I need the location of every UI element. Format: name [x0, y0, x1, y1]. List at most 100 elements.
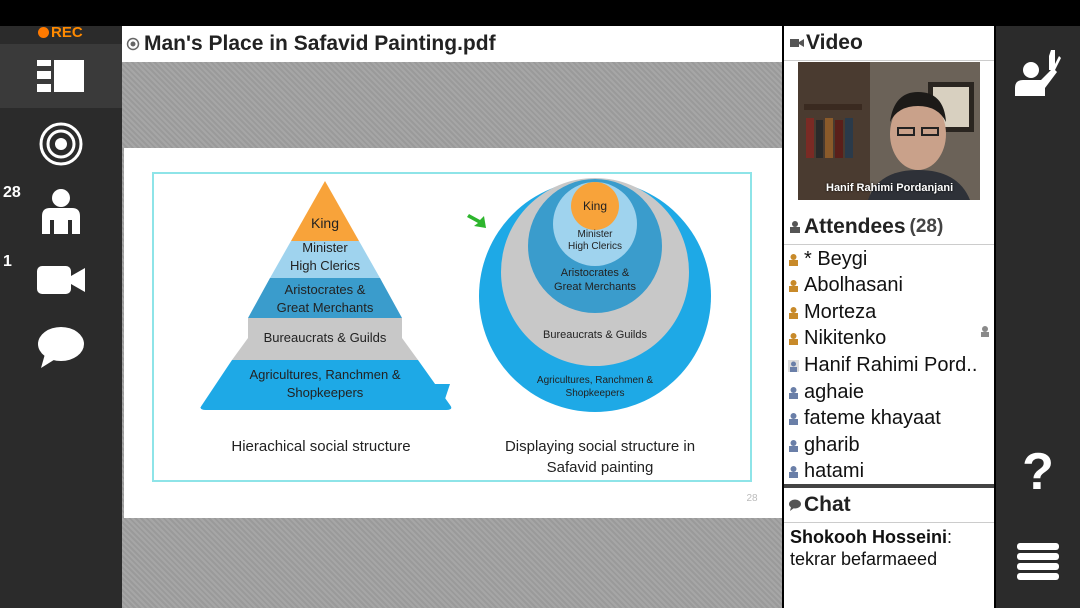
pyramid-label-king: King [311, 215, 339, 231]
attendee-name: Hanif Rahimi Pord.. [804, 354, 978, 376]
video-feed[interactable] [798, 62, 980, 200]
circles-diagram: King Minister High Clerics Aristocrates … [479, 178, 711, 476]
pyramid-label-aristocrates: Aristocrates & [285, 282, 366, 297]
document-title-bar: Man's Place in Safavid Painting.pdf [122, 26, 782, 62]
attendee-name: Abolhasani [804, 274, 903, 296]
attendee-item[interactable]: Morteza [788, 299, 876, 326]
user-icon [789, 386, 798, 399]
attendees-count: (28) [909, 216, 944, 237]
attendee-name: hatami [804, 460, 865, 482]
circle-label-minister: Minister [577, 229, 613, 240]
attendee-item[interactable]: Nikitenko [788, 325, 886, 352]
pyramid-label-bureaucrats: Bureaucrats & Guilds [264, 330, 387, 345]
attendee-name: Nikitenko [804, 327, 887, 349]
circles-caption-line1: Displaying social structure in [505, 438, 695, 455]
attendee-item[interactable]: Hanif Rahimi Pord.. [788, 352, 977, 379]
user-icon [789, 439, 798, 452]
pyramid-level-aristocrates [248, 278, 402, 318]
attendee-name: Morteza [804, 301, 877, 323]
pyramid-level-gap [248, 318, 402, 338]
attendee-name: aghaie [804, 381, 865, 403]
pyramid-label-minister: Minister [302, 240, 348, 255]
circle-label-shopkeepers: Shopkeepers [566, 388, 625, 399]
chat-header: Chat [784, 488, 994, 523]
top-bar [0, 0, 1080, 26]
record-dot-icon [38, 27, 49, 38]
user-icon [789, 465, 798, 478]
layout-icon [37, 60, 84, 92]
target-button[interactable] [0, 112, 122, 176]
attendees-header: Attendees (28) [784, 210, 994, 245]
slide-content: King Minister High Clerics Aristocrates … [200, 178, 758, 504]
attendee-item[interactable]: aghaie [788, 379, 864, 406]
attendee-count-badge: 28 [3, 184, 21, 201]
attendee-item[interactable]: gharib [788, 432, 860, 459]
circle-label-agricultures: Agricultures, Ranchmen & [537, 375, 653, 386]
camera-count-badge: 1 [3, 253, 12, 270]
attendee-name: fateme khayaat [804, 407, 941, 429]
chat-bubble-icon [38, 327, 84, 368]
circle-label-merchants: Great Merchants [554, 281, 636, 293]
attendee-item[interactable]: * Beygi [788, 246, 867, 273]
chat-small-icon [789, 499, 801, 511]
camera-button[interactable] [0, 248, 122, 312]
pyramid-level-bureaucrats [232, 338, 418, 360]
target-icon [39, 122, 83, 166]
presenter-user-icon [789, 253, 798, 266]
circle-label-bureaucrats: Bureaucrats & Guilds [543, 329, 647, 341]
right-toolbar [996, 26, 1080, 608]
participant-name: Hanif Rahimi Pordanjani [826, 182, 954, 194]
pyramid-label-agricultures: Agricultures, Ranchmen & [249, 367, 400, 382]
circle-label-king: King [583, 199, 607, 213]
help-button[interactable]: ? [996, 440, 1080, 504]
layout-button[interactable] [0, 44, 122, 108]
video-title: Video [806, 31, 863, 54]
video-header: Video [784, 26, 994, 61]
user-icon [789, 412, 798, 425]
attendee-item[interactable]: fateme khayaat [788, 405, 941, 432]
chat-message: Shokooh Hosseini: tekrar befarmaeed [790, 527, 953, 569]
presenter-user-icon [789, 279, 798, 292]
circle-label-clerics: High Clerics [568, 241, 622, 252]
pyramid-label-merchants: Great Merchants [277, 300, 374, 315]
attendee-item[interactable]: hatami [788, 458, 864, 485]
menu-icon [1017, 543, 1059, 580]
pyramid-label-clerics: High Clerics [290, 258, 361, 273]
host-user-icon [788, 359, 799, 372]
raise-hand-button[interactable] [996, 40, 1080, 104]
circle-label-aristocrates: Aristocrates & [561, 267, 630, 279]
chat-author: Shokooh Hosseini [790, 527, 948, 547]
chat-title: Chat [804, 493, 851, 516]
pyramid-label-shopkeepers: Shopkeepers [287, 385, 364, 400]
recording-label: REC [51, 24, 83, 41]
raise-hand-icon [1015, 50, 1061, 96]
participant-video-icon [798, 62, 980, 200]
chat-text: tekrar befarmaeed [790, 549, 938, 569]
menu-button[interactable] [996, 530, 1080, 594]
chat-button[interactable] [0, 316, 122, 380]
speaker-user-icon [981, 326, 989, 337]
attendees-title: Attendees [804, 215, 906, 238]
circles-caption-line2: Safavid painting [547, 459, 654, 476]
pyramid-caption: Hierachical social structure [231, 438, 410, 455]
attendee-name: * Beygi [804, 248, 868, 270]
attendee-name: gharib [804, 434, 860, 456]
attendees-button[interactable] [0, 180, 122, 244]
pyramid-diagram: King Minister High Clerics Aristocrates … [200, 181, 452, 455]
pyramid-level-king [291, 181, 359, 241]
help-icon: ? [1022, 443, 1054, 501]
slide-page-number: 28 [746, 493, 758, 504]
attendees-small-icon [790, 221, 800, 233]
recording-indicator: REC [38, 24, 83, 41]
green-arrow-icon [467, 214, 486, 228]
pyramid-level-minister [270, 241, 380, 278]
video-camera-icon [790, 39, 804, 47]
attendee-item[interactable]: Abolhasani [788, 272, 903, 299]
camera-icon [37, 266, 85, 294]
panel-divider [784, 484, 994, 488]
document-options-icon[interactable] [126, 37, 140, 51]
presenter-user-icon [789, 306, 798, 319]
pyramid-base [200, 360, 452, 410]
slide-frame [152, 172, 752, 482]
document-title: Man's Place in Safavid Painting.pdf [144, 32, 496, 55]
